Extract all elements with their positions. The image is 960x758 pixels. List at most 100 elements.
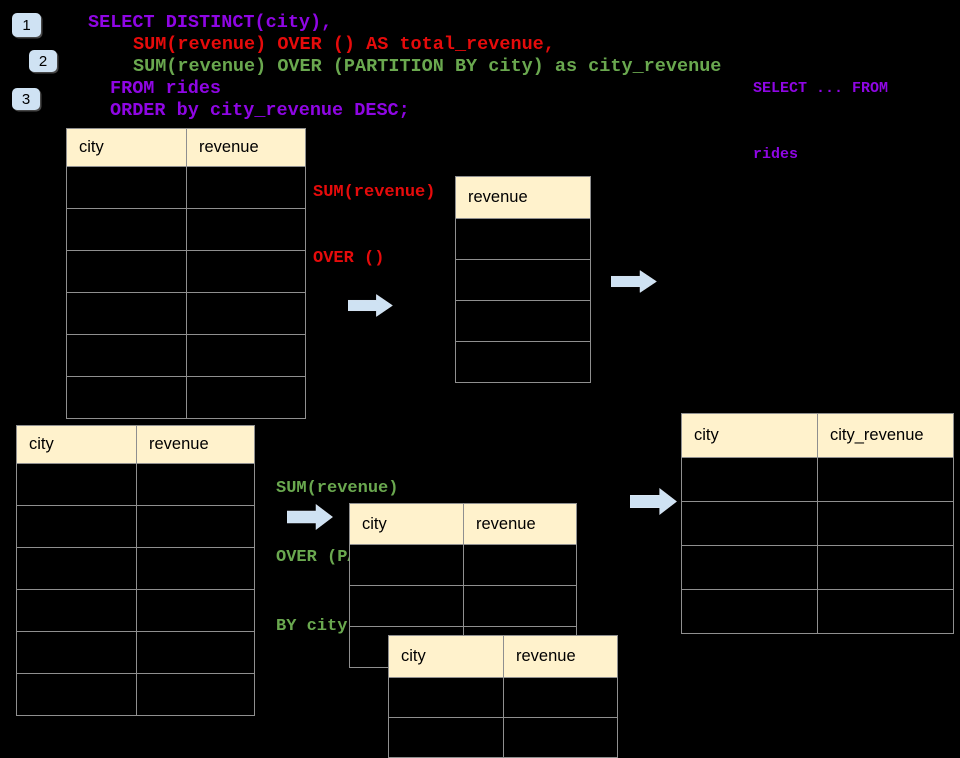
empty-cell <box>681 589 818 634</box>
column-header-revenue: revenue <box>186 128 306 167</box>
table-row <box>66 334 306 377</box>
table-partition-overlay: city revenue <box>388 635 618 758</box>
empty-cell <box>136 463 255 506</box>
empty-cell <box>66 334 187 377</box>
empty-cell <box>16 631 137 674</box>
column-header-city-revenue: city_revenue <box>817 413 954 458</box>
column-header-city: city <box>388 635 504 678</box>
sql-line-select: SELECT DISTINCT(city), <box>88 12 333 33</box>
column-header-revenue: revenue <box>463 503 577 545</box>
right-arrow-icon <box>630 488 677 515</box>
table-row <box>388 677 618 718</box>
table-row <box>16 463 255 506</box>
empty-cell <box>503 717 618 758</box>
empty-cell <box>817 501 954 546</box>
empty-cell <box>186 292 306 335</box>
empty-cell <box>455 341 591 383</box>
empty-cell <box>463 585 577 627</box>
sql-line-total-revenue: SUM(revenue) OVER () AS total_revenue, <box>133 34 555 55</box>
table-row <box>681 589 954 634</box>
over-total-annotation: SUM(revenue) OVER () <box>313 138 435 292</box>
empty-cell <box>186 250 306 293</box>
empty-cell <box>388 677 504 718</box>
column-header-city: city <box>16 425 137 464</box>
empty-cell <box>681 545 818 590</box>
table-row <box>66 166 306 209</box>
table-row <box>66 250 306 293</box>
table-row <box>388 717 618 758</box>
step-2-badge: 2 <box>29 50 57 72</box>
over-total-annotation-line1: SUM(revenue) <box>313 183 436 202</box>
table-city-revenue-result: city city_revenue <box>681 413 954 634</box>
right-arrow-icon <box>611 270 657 293</box>
empty-cell <box>186 166 306 209</box>
right-arrow-icon <box>348 294 393 317</box>
table-row <box>66 376 306 419</box>
column-header-revenue: revenue <box>503 635 618 678</box>
empty-cell <box>349 544 464 586</box>
table-row <box>455 300 591 342</box>
empty-cell <box>455 259 591 301</box>
empty-cell <box>388 717 504 758</box>
empty-cell <box>817 589 954 634</box>
table-row <box>16 673 255 716</box>
step-1-badge: 1 <box>12 13 41 37</box>
step-3-badge: 3 <box>12 88 40 110</box>
column-header-revenue: revenue <box>455 176 591 219</box>
column-header-city: city <box>681 413 818 458</box>
empty-cell <box>66 376 187 419</box>
from-rides-note: SELECT ... FROM rides <box>753 34 888 188</box>
table-row <box>66 208 306 251</box>
table-row <box>16 631 255 674</box>
right-arrow-icon <box>287 504 333 530</box>
empty-cell <box>817 457 954 502</box>
table-total-revenue-result: revenue <box>455 176 591 383</box>
table-row <box>681 545 954 590</box>
from-rides-note-line2: rides <box>753 146 799 163</box>
empty-cell <box>681 457 818 502</box>
empty-cell <box>136 589 255 632</box>
table-row <box>16 547 255 590</box>
table-source-bottom: city revenue <box>16 425 255 716</box>
empty-cell <box>66 208 187 251</box>
empty-cell <box>503 677 618 718</box>
empty-cell <box>66 166 187 209</box>
empty-cell <box>681 501 818 546</box>
empty-cell <box>186 208 306 251</box>
empty-cell <box>66 250 187 293</box>
table-row <box>681 457 954 502</box>
sql-line-city-revenue: SUM(revenue) OVER (PARTITION BY city) as… <box>133 56 722 77</box>
empty-cell <box>455 218 591 260</box>
empty-cell <box>136 631 255 674</box>
sql-line-order-by: ORDER by city_revenue DESC; <box>110 100 410 121</box>
empty-cell <box>136 505 255 548</box>
column-header-revenue: revenue <box>136 425 255 464</box>
empty-cell <box>817 545 954 590</box>
table-row <box>66 292 306 335</box>
empty-cell <box>186 376 306 419</box>
empty-cell <box>349 585 464 627</box>
empty-cell <box>136 673 255 716</box>
table-row <box>455 341 591 383</box>
table-row <box>16 505 255 548</box>
empty-cell <box>455 300 591 342</box>
table-row <box>349 544 577 586</box>
empty-cell <box>463 544 577 586</box>
slide-canvas: { "colors": { "background": "#000000", "… <box>12 12 954 758</box>
empty-cell <box>186 334 306 377</box>
empty-cell <box>16 589 137 632</box>
table-source-top: city revenue <box>66 128 306 419</box>
column-header-city: city <box>349 503 464 545</box>
empty-cell <box>136 547 255 590</box>
table-row <box>455 259 591 301</box>
empty-cell <box>16 673 137 716</box>
over-partition-annotation-line1: SUM(revenue) <box>276 479 399 498</box>
from-rides-note-line1: SELECT ... FROM <box>753 80 889 97</box>
column-header-city: city <box>66 128 187 167</box>
sql-line-from: FROM rides <box>110 78 222 99</box>
empty-cell <box>16 463 137 506</box>
table-row <box>681 501 954 546</box>
table-row <box>455 218 591 260</box>
table-row <box>349 585 577 627</box>
table-row <box>16 589 255 632</box>
